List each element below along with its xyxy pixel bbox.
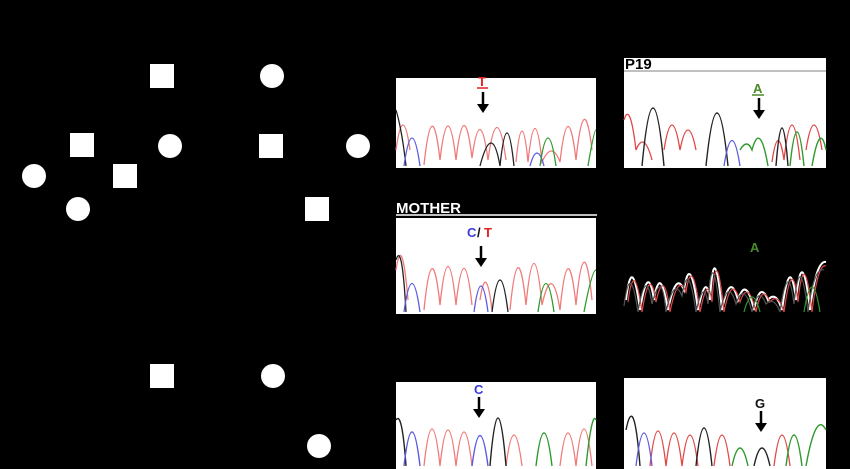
symbol-g1-female <box>260 64 284 88</box>
arrow-down-icon <box>475 246 487 267</box>
trace-green <box>731 424 827 467</box>
trace-red <box>623 113 823 163</box>
base-label: G <box>755 396 765 411</box>
chromatogram-bottom-left: C <box>395 382 597 469</box>
panel-background <box>624 378 826 469</box>
trace-green <box>537 269 597 313</box>
trace-blue <box>403 282 489 313</box>
base-label-allele-2: T <box>484 225 492 240</box>
arrow-down-icon <box>473 397 485 418</box>
trace-red <box>395 254 593 311</box>
symbol-g3-male-b <box>305 197 329 221</box>
trace-blue <box>403 431 489 467</box>
trace-red <box>423 428 593 467</box>
panel-background <box>396 382 596 469</box>
chromatogram-middle-left: C / T <box>395 218 597 314</box>
symbol-family2-child-female <box>307 434 331 458</box>
symbol-g2-female-a <box>158 134 182 158</box>
base-label: C <box>474 382 484 397</box>
arrow-down-icon <box>477 92 489 113</box>
trace-black <box>641 107 789 167</box>
chromatogram-top-right: A <box>623 72 827 168</box>
panel-background <box>396 218 596 314</box>
chromatogram-bottom-right: G <box>624 378 827 469</box>
symbol-g1-male <box>150 64 174 88</box>
overlaid-traces <box>623 261 827 313</box>
panel-background <box>396 78 596 168</box>
trace-black <box>623 269 825 313</box>
mother-title-band <box>396 204 596 214</box>
chromatogram-top-left: T <box>395 74 597 168</box>
symbol-g2-female-b <box>346 134 370 158</box>
symbol-g3-female-a <box>22 164 46 188</box>
symbol-family2-male <box>150 364 174 388</box>
trace-white <box>625 261 827 311</box>
symbol-g3-female-b <box>66 197 90 221</box>
base-label: A <box>750 240 760 255</box>
panel-background <box>624 72 826 168</box>
trace-green <box>739 131 827 167</box>
trace-blue <box>723 140 741 167</box>
symbol-family2-female <box>261 364 285 388</box>
base-label-allele-1: C <box>467 225 477 240</box>
base-label: A <box>753 81 763 96</box>
trace-blue <box>403 137 545 167</box>
p19-title-band <box>624 58 826 70</box>
symbol-g2-male-b <box>259 134 283 158</box>
trace-red <box>627 265 827 313</box>
symbol-g2-male-a <box>70 133 94 157</box>
trace-green <box>743 286 821 313</box>
base-label-separator: / <box>477 225 481 240</box>
trace-red <box>649 430 791 467</box>
chromatogram-middle-right: A <box>623 240 827 313</box>
trace-green <box>539 129 597 167</box>
symbol-g3-male-a <box>113 164 137 188</box>
trace-blue <box>635 432 653 467</box>
mother-title: MOTHER <box>396 200 461 217</box>
arrow-down-icon <box>755 411 767 432</box>
p19-title: P19 <box>625 56 652 73</box>
trace-green <box>535 417 597 467</box>
trace-black <box>625 415 771 467</box>
trace-black <box>395 255 509 313</box>
base-label: T <box>478 74 486 89</box>
panel-titles: P19 MOTHER <box>396 56 826 217</box>
arrow-down-icon <box>753 98 765 119</box>
pedigree <box>22 64 370 458</box>
